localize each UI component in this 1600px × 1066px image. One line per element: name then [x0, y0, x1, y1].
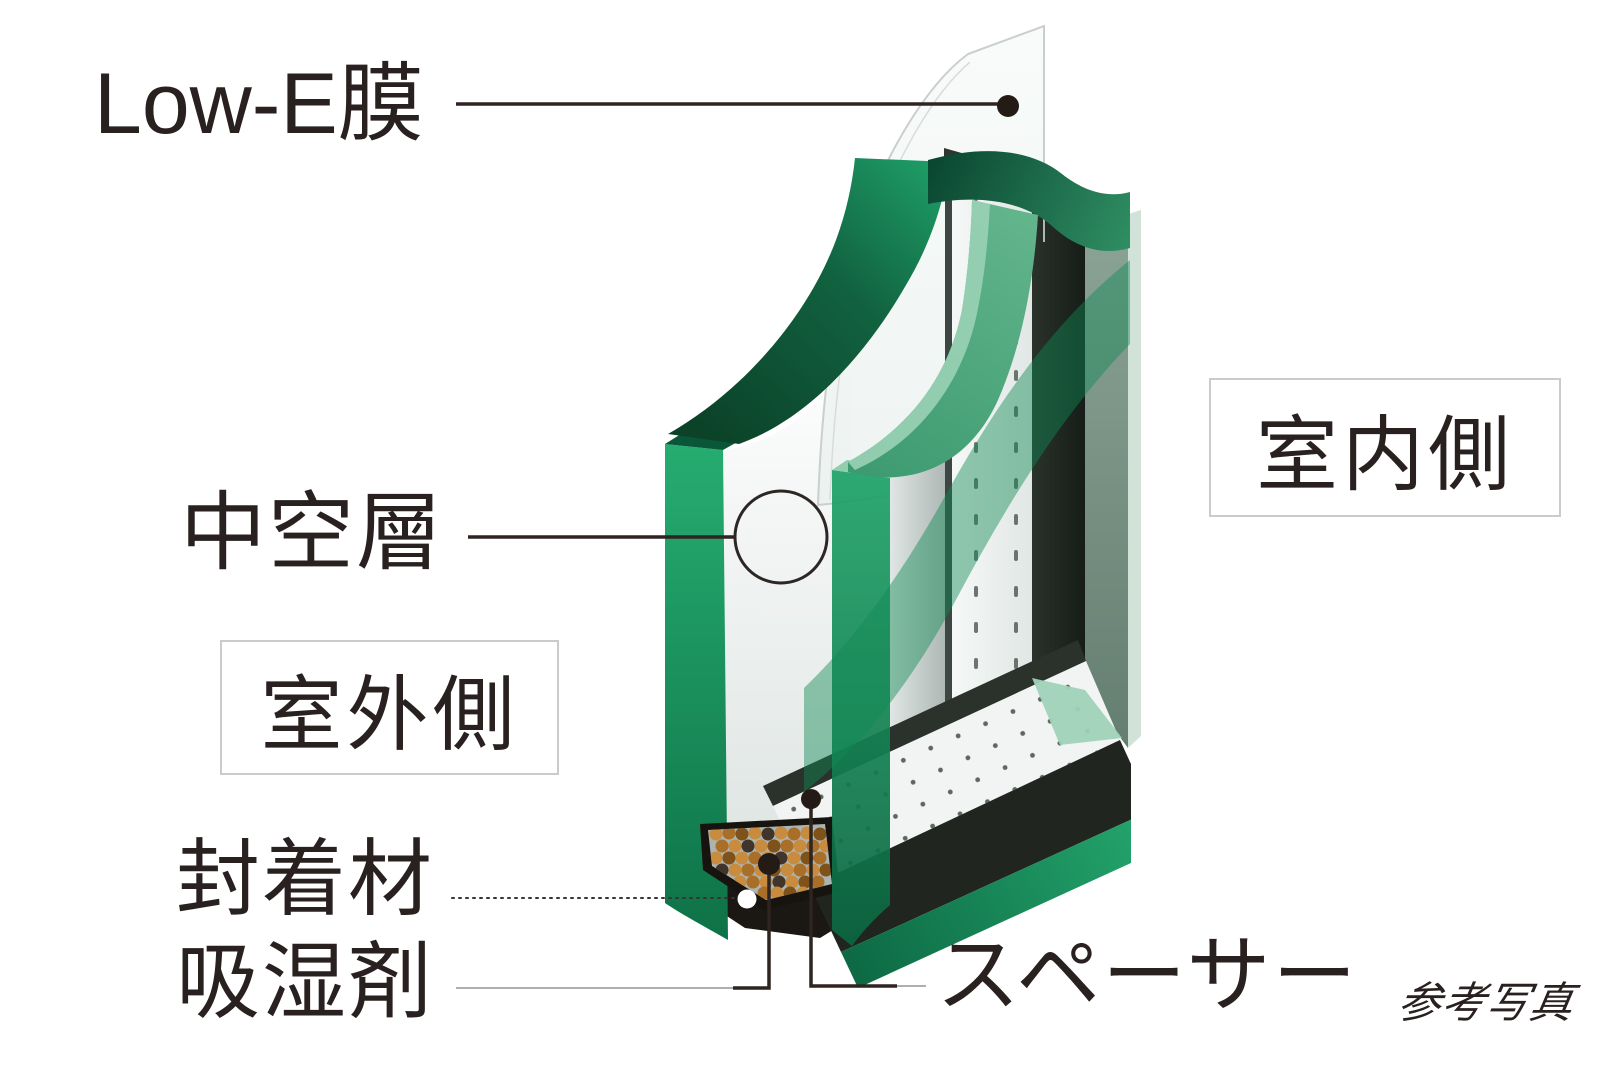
inner-pane-top-cut [848, 200, 1038, 478]
low-e-point-dot [997, 95, 1019, 117]
indoor-side-box: 室内側 [1209, 378, 1561, 517]
glass-cut-ribbon [804, 260, 1130, 792]
outdoor-side-label: 室外側 [260, 670, 519, 761]
desiccant-point-dot [758, 853, 780, 875]
hollow-layer-label: 中空層 [180, 485, 444, 581]
desiccant-leader-line [456, 853, 780, 990]
sealant-point-dot [737, 889, 757, 909]
indoor-side-label: 室内側 [1255, 410, 1514, 501]
outer-glass-pane [665, 434, 739, 940]
indoor-pane-side-face [1085, 210, 1141, 748]
outdoor-side-box: 室外側 [220, 640, 559, 775]
spacer-point-dot [801, 789, 821, 809]
interior-dark-band [1032, 210, 1085, 690]
sealant-leader-line [451, 889, 757, 909]
reference-photo-note: 参考写真 [1393, 979, 1579, 1028]
indoor-pane-top-cut [928, 151, 1130, 252]
spacer-leader-line [801, 789, 926, 988]
low-e-film-label: Low-E膜 [94, 56, 424, 152]
spacer-label: スペーサー [936, 928, 1359, 1022]
outer-pane-top-cut [668, 158, 950, 444]
sealant-label: 封着材 [176, 832, 435, 926]
low-e-leader-line [456, 95, 1019, 117]
desiccant-label: 吸湿剤 [176, 935, 435, 1029]
